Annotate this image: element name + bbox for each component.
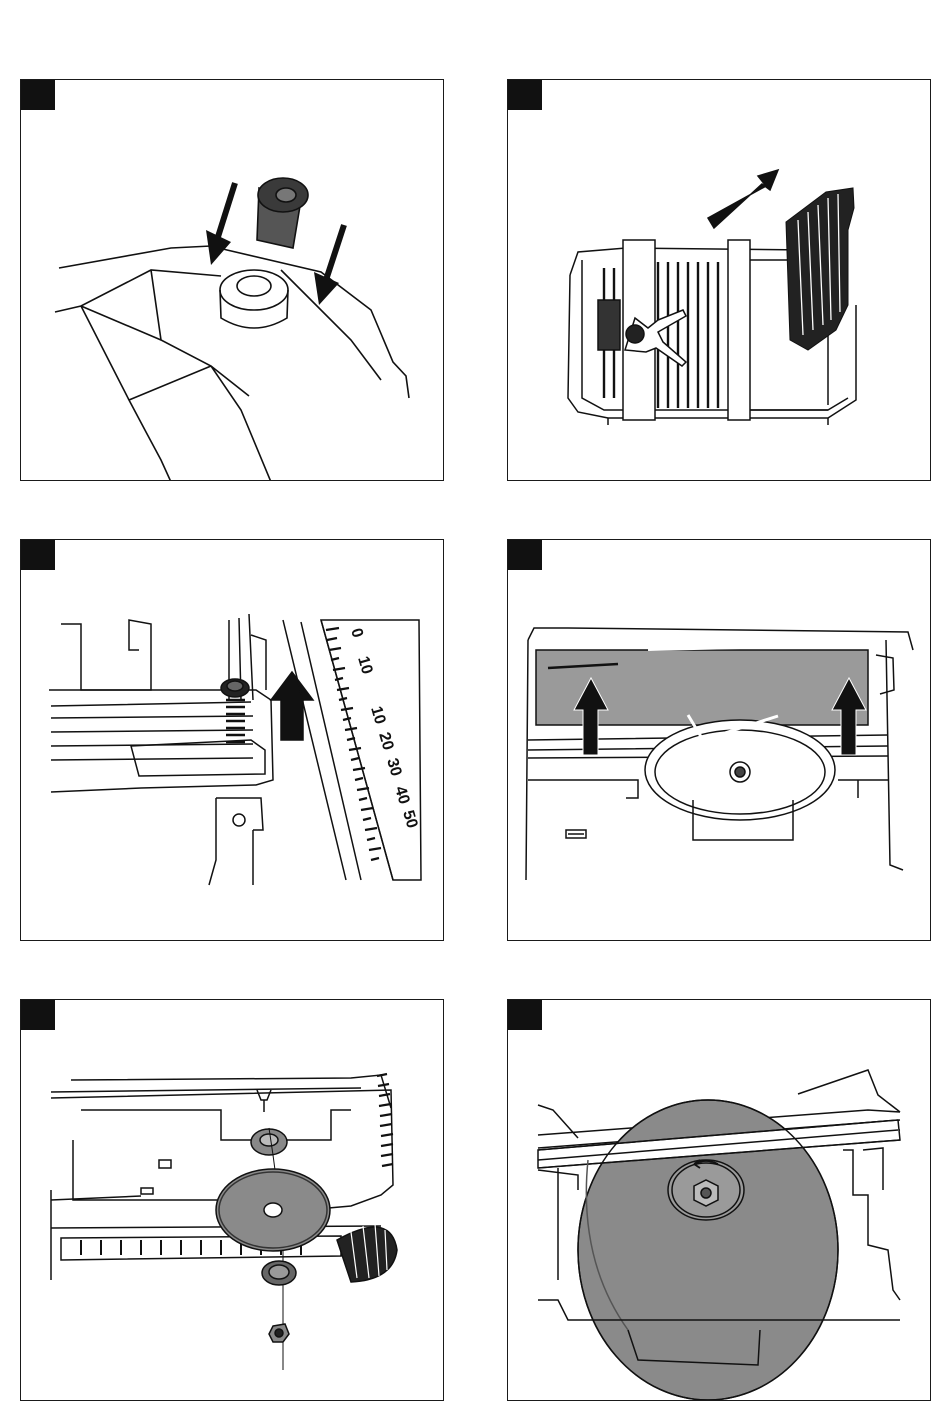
- scale-label: 20: [375, 730, 396, 752]
- scale-label: 50: [399, 808, 420, 830]
- scale-label: 0: [347, 626, 366, 639]
- scale-labels: 0 10 10 20 30 40 50: [21, 540, 444, 941]
- rubber-foot-illustration: [21, 80, 444, 481]
- figure-panel-2: [507, 79, 931, 481]
- figure-panel-5: [20, 999, 444, 1401]
- blade-flange-exploded-illustration: [21, 1000, 444, 1401]
- scale-label: 30: [383, 756, 404, 778]
- blade-guard-illustration: [508, 80, 931, 481]
- installed-blade-illustration: [508, 1000, 931, 1401]
- table-insert-illustration: [508, 540, 931, 941]
- figure-panel-4: [507, 539, 931, 941]
- figure-panel-3: 0 10 10 20 30 40 50: [20, 539, 444, 941]
- figure-panel-6: [507, 999, 931, 1401]
- scale-label: 10: [367, 704, 388, 726]
- scale-label: 40: [391, 784, 412, 806]
- figure-panel-1: [20, 79, 444, 481]
- scale-label: 10: [354, 654, 375, 676]
